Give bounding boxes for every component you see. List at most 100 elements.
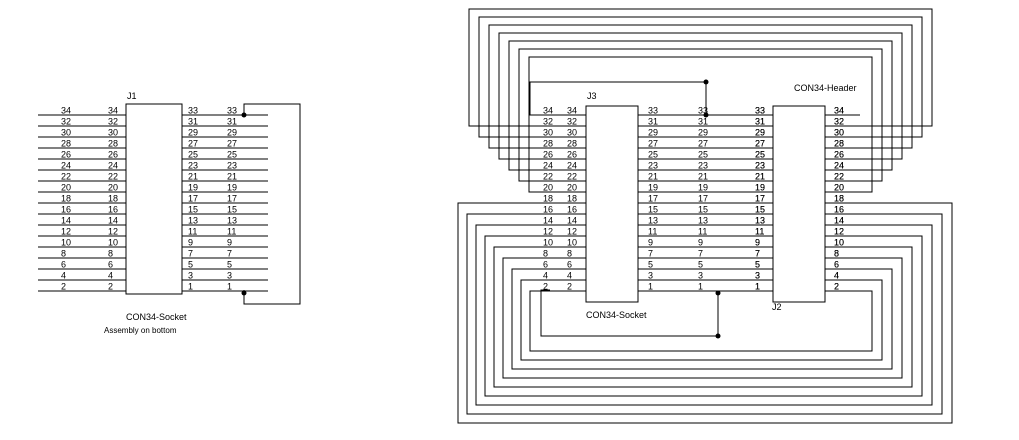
j2-right-pin-number: 26 xyxy=(834,150,844,160)
j2-left-pin-number: 33 xyxy=(755,106,765,116)
j3-left-pin-number: 20 xyxy=(567,183,577,193)
j2-right-pin-number: 16 xyxy=(834,205,844,215)
j1-left-pin-number: 18 xyxy=(61,194,71,204)
j3-right-pin-number: 3 xyxy=(648,271,653,281)
lower-loop xyxy=(484,235,923,397)
j1-body xyxy=(125,103,183,295)
j1-right-pin-number: 27 xyxy=(188,139,198,149)
j1-left-pin-number: 28 xyxy=(61,139,71,149)
j1-right-pin-number: 11 xyxy=(188,227,197,237)
j3-left-pin-number: 12 xyxy=(567,227,577,237)
j1-right-pin-number: 29 xyxy=(227,128,237,138)
j3-right-pin-number: 15 xyxy=(648,205,658,215)
junction-pin1-bottom xyxy=(715,333,721,339)
j3-right-pin-number: 31 xyxy=(698,117,708,127)
j2-right-pin-number: 20 xyxy=(834,183,844,193)
j1-right-pin-number: 7 xyxy=(227,249,232,259)
j2-right-pin-number: 24 xyxy=(834,161,844,171)
j3-right-pin-number: 13 xyxy=(698,216,708,226)
j2-body xyxy=(772,105,826,303)
j2-right-pin-number: 10 xyxy=(834,238,844,248)
j3-left-pin-number: 22 xyxy=(543,172,553,182)
j1-left-pin-number: 24 xyxy=(108,161,118,171)
j3-right-pin-number: 15 xyxy=(698,205,708,215)
j1-left-pin-number: 2 xyxy=(61,282,66,292)
j3-left-pin-number: 10 xyxy=(567,238,577,248)
lower-loop xyxy=(466,213,943,415)
j3-right-pin-number: 5 xyxy=(698,260,703,270)
j2-left-pin-number: 5 xyxy=(755,260,760,270)
j1-right-pin-number: 31 xyxy=(188,117,198,127)
j2-right-pin-number: 8 xyxy=(834,249,839,259)
j1-left-pin-number: 34 xyxy=(61,106,71,116)
j2-left-pin-number: 9 xyxy=(755,238,760,248)
j2-part-label: CON34-Header xyxy=(794,83,857,93)
j1-right-pin-number: 25 xyxy=(227,150,237,160)
j2-left-pin-number: 15 xyxy=(755,205,765,215)
j3-left-pin-number: 20 xyxy=(543,183,553,193)
j3-right-pin-number: 27 xyxy=(698,139,708,149)
j2-left-pin-number: 25 xyxy=(755,150,765,160)
j1-left-pin-number: 14 xyxy=(61,216,71,226)
upper-loop xyxy=(468,8,933,127)
j2-left-pin-number: 27 xyxy=(755,139,765,149)
j3-left-pin-number: 16 xyxy=(543,205,553,215)
j1-left-pin-number: 8 xyxy=(61,249,66,259)
j3-body xyxy=(585,105,639,303)
j3-left-pin-number: 30 xyxy=(567,128,577,138)
j1-right-pin-number: 19 xyxy=(227,183,237,193)
j3-left-pin-number: 4 xyxy=(567,271,572,281)
j1-left-pin-number: 30 xyxy=(61,128,71,138)
lower-loop xyxy=(493,246,913,388)
j2-right-pin-number: 6 xyxy=(834,260,839,270)
j2-left-pin-number: 7 xyxy=(755,249,760,259)
lower-wire-loops xyxy=(457,202,953,424)
j2-right-pin-number: 30 xyxy=(834,128,844,138)
junction-pin1 xyxy=(715,290,721,296)
j2-right-pin-number: 12 xyxy=(834,227,844,237)
j3-right-pin-number: 23 xyxy=(698,161,708,171)
j1-designator: J1 xyxy=(127,91,137,101)
j1-left-pin-number: 34 xyxy=(108,106,118,116)
j2-right-pin-number: 28 xyxy=(834,139,844,149)
upper-wire-loops xyxy=(468,8,933,193)
j1-right-pin-number: 23 xyxy=(227,161,237,171)
j3-right-pin-number: 13 xyxy=(648,216,658,226)
j3-left-pin-number: 26 xyxy=(543,150,553,160)
j3-left-pin-number: 18 xyxy=(543,194,553,204)
j2-left-pin-number: 1 xyxy=(755,282,760,292)
j1-right-pin-number: 7 xyxy=(188,249,193,259)
j2-left-pin-number: 15 xyxy=(755,205,765,215)
j3-left-pin-number: 34 xyxy=(543,106,553,116)
j2-left-pin-number: 11 xyxy=(755,227,764,237)
j3-right-pin-number: 21 xyxy=(698,172,708,182)
j3-right-pin-number: 23 xyxy=(648,161,658,171)
j3-left-pin-number: 24 xyxy=(567,161,577,171)
j3-part-label: CON34-Socket xyxy=(586,310,647,320)
j1-right-pin-number: 25 xyxy=(188,150,198,160)
upper-loop xyxy=(518,48,883,182)
j1-left-pin-number: 20 xyxy=(61,183,71,193)
j1-left-pin-number: 28 xyxy=(108,139,118,149)
j2-left-pin-number: 11 xyxy=(755,227,764,237)
j2-right-pin-number: 34 xyxy=(834,106,844,116)
j1-left-pin-number: 4 xyxy=(61,271,66,281)
j2-right-pin-number: 4 xyxy=(834,271,839,281)
j3-j2-pin33-tie xyxy=(529,81,707,116)
j3-left-pin-number: 14 xyxy=(543,216,553,226)
j3-left-pin-number: 2 xyxy=(543,282,548,292)
j1-left-pin-number: 24 xyxy=(61,161,71,171)
j1-left-pin-number: 22 xyxy=(108,172,118,182)
j1-left-pin-number: 12 xyxy=(61,227,71,237)
j1-right-pin-number: 11 xyxy=(227,227,236,237)
j3-right-pin-number: 9 xyxy=(698,238,703,248)
upper-loop xyxy=(528,56,873,193)
j2-left-pin-number: 23 xyxy=(755,161,765,171)
j2-right-pin-number: 34 xyxy=(834,106,844,116)
j2-left-pin-number: 21 xyxy=(755,172,765,182)
j2-left-pin-number: 31 xyxy=(755,117,765,127)
j3-left-pin-number: 6 xyxy=(567,260,572,270)
